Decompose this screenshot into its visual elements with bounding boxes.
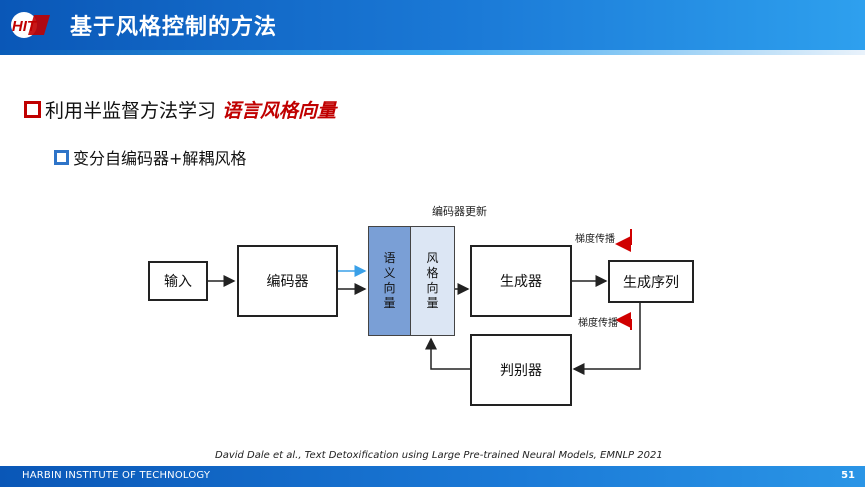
semantic-vector-char: 向 xyxy=(383,281,396,295)
footer-bar: HARBIN INSTITUTE OF TECHNOLOGY 51 xyxy=(0,466,865,487)
input-label: 输入 xyxy=(164,274,192,290)
discriminator-box: 判别器 xyxy=(470,334,572,406)
semantic-vector-char: 义 xyxy=(383,266,396,280)
arrow-discriminator-vector xyxy=(425,337,470,370)
discriminator-label: 判别器 xyxy=(500,363,542,379)
input-box: 输入 xyxy=(148,261,208,301)
encoder-label: 编码器 xyxy=(266,274,309,290)
bullet-level2: 变分自编码器+解耦风格 xyxy=(54,146,246,168)
citation: David Dale et al., Text Detoxification u… xyxy=(215,450,663,461)
encoder-update-label: 编码器更新 xyxy=(432,205,487,218)
hit-logo-icon: HIT xyxy=(11,12,50,38)
bullet-level1-highlight: 语言风格向量 xyxy=(222,99,337,122)
generator-label: 生成器 xyxy=(500,274,542,290)
gradient-label-top: 梯度传播 xyxy=(575,234,615,245)
style-vector-char: 格 xyxy=(426,266,439,280)
semantic-vector-box: 语 义 向 量 xyxy=(368,226,411,336)
style-vector-char: 量 xyxy=(426,296,439,310)
output-sequence-label: 生成序列 xyxy=(623,274,679,291)
bullet-level2-text: 变分自编码器+解耦风格 xyxy=(73,149,247,168)
bullet-square-icon xyxy=(24,100,41,118)
style-vector-char: 风 xyxy=(426,251,439,265)
page-number: 51 xyxy=(841,470,855,481)
output-sequence-box: 生成序列 xyxy=(608,260,694,303)
semantic-vector-char: 量 xyxy=(383,296,396,310)
gradient-arrow-bottom-icon xyxy=(615,312,632,330)
semantic-vector-char: 语 xyxy=(383,251,396,265)
bullet-level1-text: 利用半监督方法学习 xyxy=(45,99,217,122)
style-vector-char: 向 xyxy=(426,281,439,295)
encoder-box: 编码器 xyxy=(237,245,338,317)
gradient-arrow-top-icon xyxy=(615,229,632,252)
header-underline xyxy=(0,50,865,55)
footer-institution: HARBIN INSTITUTE OF TECHNOLOGY xyxy=(22,470,211,481)
slide-title: 基于风格控制的方法 xyxy=(70,15,278,40)
generator-box: 生成器 xyxy=(470,245,572,317)
header-bar: HIT 基于风格控制的方法 xyxy=(0,0,865,50)
gradient-label-bottom: 梯度传播 xyxy=(578,318,618,329)
arrow-output-discriminator xyxy=(572,303,641,375)
style-vector-box: 风 格 向 量 xyxy=(410,226,455,336)
bullet-level1: 利用半监督方法学习 语言风格向量 xyxy=(24,97,337,122)
bullet-square-icon xyxy=(54,149,69,165)
